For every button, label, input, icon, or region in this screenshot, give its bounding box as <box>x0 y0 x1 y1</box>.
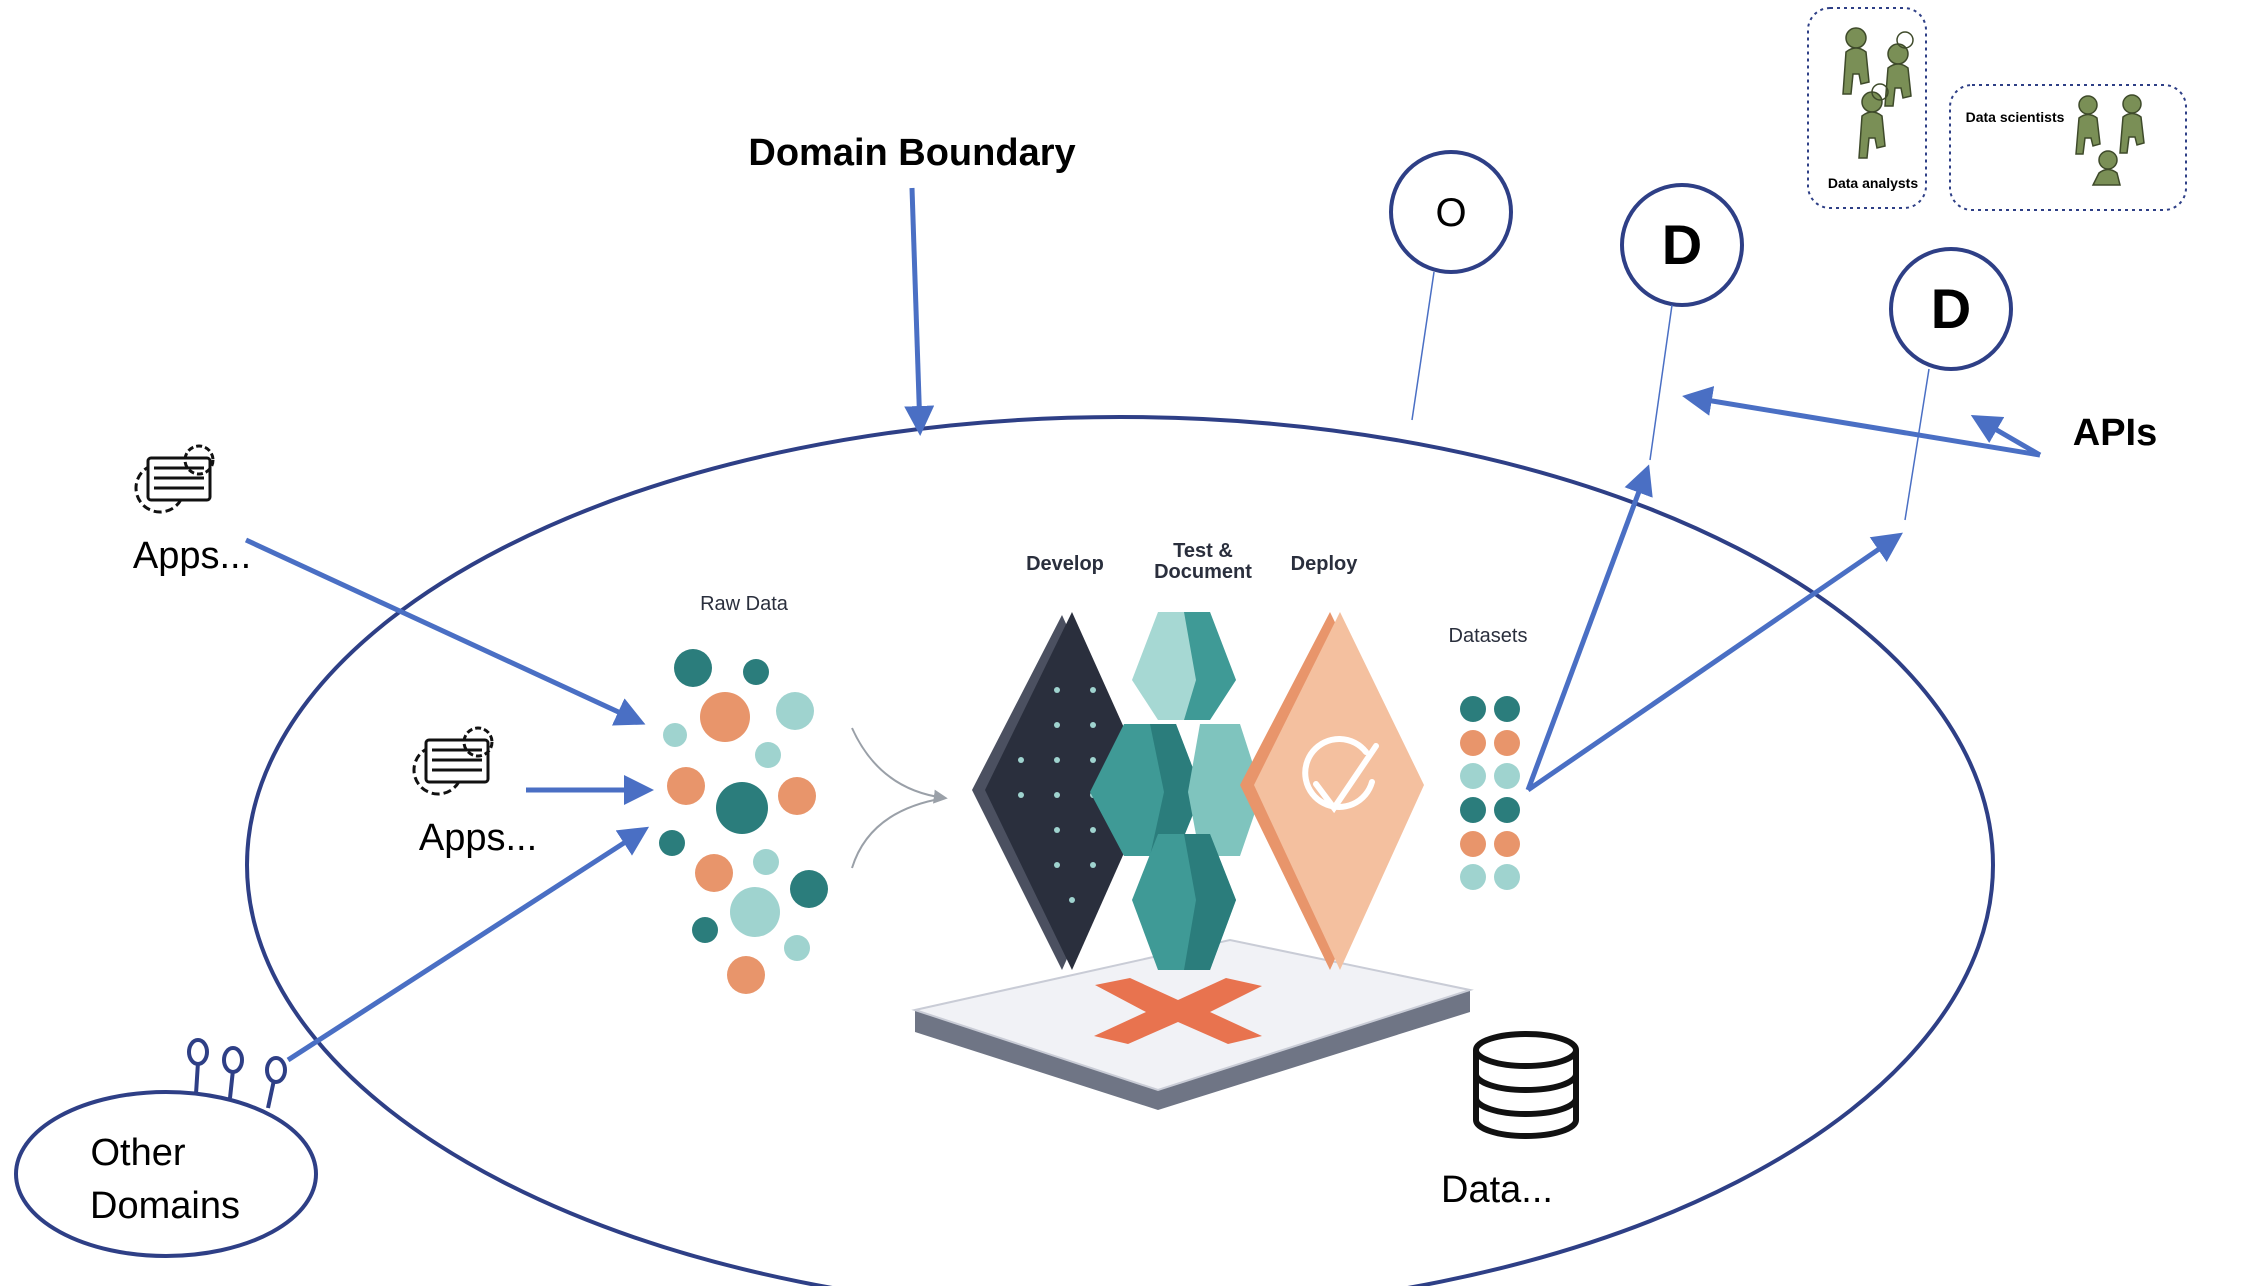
dataset-arrow-to-port-2 <box>1526 532 1903 793</box>
apis-arrow-2 <box>1970 414 2042 458</box>
other-domains-arrow <box>286 826 650 1063</box>
deploy-label: Deploy <box>1291 553 1359 575</box>
dataset-dots <box>1460 696 1520 890</box>
datasets-cluster: Datasets <box>1449 625 1528 890</box>
other-domains-node: Other Domains <box>14 826 650 1258</box>
test-label-line2: Document <box>1154 561 1252 583</box>
output-port: O <box>1389 150 1513 421</box>
data-product-port-2: D <box>1889 247 2013 521</box>
raw-data-label: Raw Data <box>700 593 789 615</box>
data-analysts-label: Data analysts <box>1828 175 1918 191</box>
pipeline-x-mark <box>1094 978 1262 1044</box>
flow-arrows <box>851 727 948 869</box>
dataset-arrow-to-port-1 <box>1525 464 1653 791</box>
output-port-letter: O <box>1435 191 1466 235</box>
deploy-block <box>1240 612 1424 970</box>
apps-1-arrow <box>244 537 646 726</box>
data-store: Data... <box>1441 1031 1579 1211</box>
raw-data-dots <box>659 649 828 994</box>
develop-label: Develop <box>1026 553 1104 575</box>
server-gear-icon <box>134 444 215 514</box>
port-connectors <box>187 1038 287 1109</box>
data-store-label: Data... <box>1441 1169 1553 1211</box>
raw-data-cluster: Raw Data <box>659 593 828 994</box>
data-scientists-panel: Data scientists <box>1949 84 2187 211</box>
test-document-blocks <box>1090 612 1262 970</box>
apps-node-1: Apps... <box>133 444 646 726</box>
server-gear-icon <box>412 726 494 796</box>
data-product-letter-1: D <box>1662 213 1702 276</box>
apis-label: APIs <box>2073 412 2157 454</box>
scientist-figure-icon <box>2075 94 2145 186</box>
other-domains-line1: Other <box>90 1132 185 1174</box>
apps-label-2: Apps... <box>419 817 537 859</box>
analyst-figure-icon <box>1842 27 1914 159</box>
domain-boundary-arrow <box>904 187 935 436</box>
other-domains-line2: Domains <box>90 1185 240 1227</box>
data-product-letter-2: D <box>1931 277 1971 340</box>
database-icon <box>1473 1031 1579 1139</box>
data-product-port-1: D <box>1620 183 1744 461</box>
data-analysts-panel: Data analysts <box>1807 7 1927 209</box>
datasets-label: Datasets <box>1449 625 1528 647</box>
apps-node-2: Apps... <box>412 726 654 859</box>
domain-boundary-label: Domain Boundary <box>748 132 1075 174</box>
apis-arrow-1 <box>1682 386 2041 458</box>
test-label-line1: Test & <box>1173 540 1233 562</box>
checkmark-icon <box>1302 736 1379 814</box>
data-scientists-label: Data scientists <box>1966 109 2065 125</box>
apps-label-1: Apps... <box>133 535 251 577</box>
pipeline-platform <box>911 938 1474 1110</box>
domain-boundary-ellipse <box>245 415 1995 1286</box>
